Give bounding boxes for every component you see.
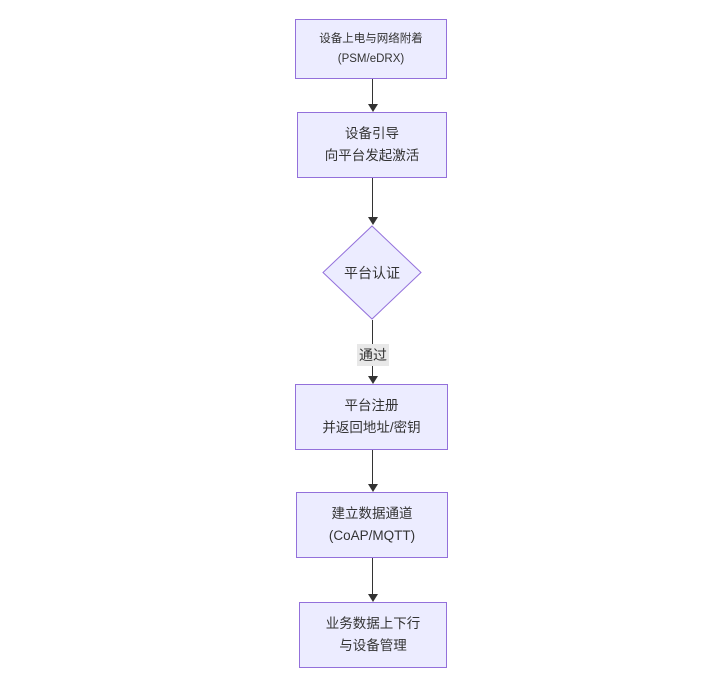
node-device-power-attach: 设备上电与网络附着 (PSM/eDRX) <box>295 19 447 79</box>
node-text: 设备上电与网络附着 <box>319 33 423 45</box>
node-platform-register: 平台注册 并返回地址/密钥 <box>295 384 448 450</box>
arrow-bootstrap-to-auth <box>372 178 373 217</box>
node-text: 与设备管理 <box>339 638 407 653</box>
node-business-data-mgmt: 业务数据上下行 与设备管理 <box>299 602 447 668</box>
node-text: 建立数据通道 <box>331 506 413 521</box>
node-text: (PSM/eDRX) <box>337 53 405 65</box>
node-platform-auth-decision: 平台认证 <box>322 225 422 320</box>
arrow-attach-to-bootstrap <box>372 79 373 104</box>
node-text: (CoAP/MQTT) <box>328 528 416 543</box>
node-text: 设备引导 <box>345 126 399 141</box>
arrow-channel-to-business <box>372 558 373 594</box>
edge-label-pass: 通过 <box>357 344 389 366</box>
node-text: 向平台发起激活 <box>324 148 420 163</box>
node-text: 并返回地址/密钥 <box>322 420 421 435</box>
node-text: 业务数据上下行 <box>325 616 421 631</box>
diamond-shape <box>322 225 422 320</box>
node-data-channel: 建立数据通道 (CoAP/MQTT) <box>296 492 448 558</box>
node-text: 平台认证 <box>344 264 400 281</box>
node-device-bootstrap: 设备引导 向平台发起激活 <box>297 112 447 178</box>
node-text: 平台注册 <box>344 398 399 413</box>
arrow-register-to-channel <box>372 450 373 484</box>
